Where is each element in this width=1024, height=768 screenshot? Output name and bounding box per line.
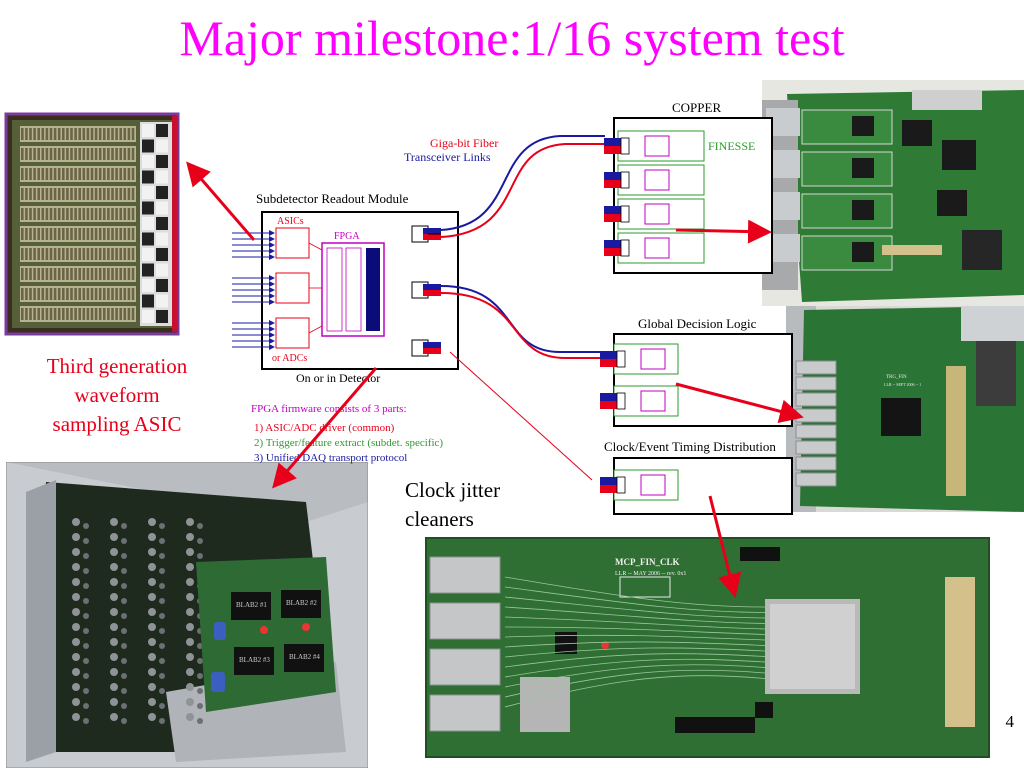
fpga-label: FPGA [334, 231, 360, 242]
asic-board-photo: BLAB2 #1 BLAB2 #2 BLAB2 #3 BLAB2 #4 [6, 462, 368, 768]
location-label: On or in Detector [296, 371, 380, 385]
fiber-label-line2: Transceiver Links [404, 150, 491, 164]
asic-block-2 [275, 272, 310, 304]
asic-caption-line-2: waveform [74, 383, 160, 407]
arrow-to-clock-photo [708, 495, 742, 598]
page-number: 4 [1005, 712, 1015, 731]
slide-title: Major milestone:1/16 system test [179, 10, 845, 66]
jitter-caption-line-2: cleaners [405, 507, 474, 531]
firmware-item-2: 2) Trigger/feature extract (subdet. spec… [254, 437, 443, 449]
blab2-label-2: BLAB2 #2 [286, 599, 317, 607]
gdl-title: Global Decision Logic [638, 316, 757, 331]
arrow-to-trigger-photo [675, 382, 804, 424]
clock-board-photo: MCP_FIN_CLK LLR -- MAY 2006 -- rev. 0x1 [425, 537, 990, 758]
fiber-label-line1: Giga-bit Fiber [430, 136, 498, 150]
clk-silkscreen-sub: LLR -- MAY 2006 -- rev. 0x1 [615, 571, 686, 577]
clk-silkscreen: MCP_FIN_CLK [615, 557, 680, 567]
arrow-to-copper-photo [675, 219, 772, 244]
readout-port-2 [411, 281, 441, 299]
firmware-title: FPGA firmware consists of 3 parts: [251, 403, 407, 415]
arrow-to-asic-layout [186, 161, 256, 241]
copper-title: COPPER [672, 100, 721, 115]
finesse-label: FINESSE [708, 139, 755, 153]
fiber-link-copper-blue [440, 135, 605, 231]
trg-silkscreen-sub: LLR -- SEPT 2006 -- 1 [884, 382, 921, 387]
asics-label: ASICs [277, 216, 304, 227]
asic-block-1 [275, 227, 310, 259]
asic-caption-line-1: Third generation [46, 354, 188, 378]
asic-caption: Third generation waveform sampling ASIC [22, 352, 212, 439]
clock-title: Clock/Event Timing Distribution [604, 439, 776, 454]
adcs-label: or ADCs [272, 353, 307, 364]
fiber-link-copper-red [440, 143, 605, 238]
readout-port-1 [411, 225, 441, 243]
jitter-caption-line-1: Clock jitter [405, 478, 501, 502]
readout-port-3 [411, 339, 441, 357]
asic-layout-image [2, 108, 184, 340]
arrow-to-asic-photo [272, 367, 378, 489]
asic-block-3 [275, 317, 310, 349]
blab2-label-3: BLAB2 #3 [239, 656, 270, 664]
clock-jitter-caption: Clock jitter cleaners [405, 476, 500, 534]
readout-module-title: Subdetector Readout Module [256, 191, 409, 206]
blab2-label-4: BLAB2 #4 [289, 653, 320, 661]
trigger-board-photo: TRG_FIN LLR -- SEPT 2006 -- 1 [786, 306, 1024, 512]
asic-caption-line-3: sampling ASIC [52, 412, 182, 436]
blab2-label-1: BLAB2 #1 [236, 601, 267, 609]
clock-link-line [449, 351, 593, 481]
copper-board-photo [762, 80, 1024, 306]
fiber-link-gdl-red [440, 292, 600, 359]
trg-silkscreen: TRG_FIN [886, 375, 907, 380]
firmware-item-3: 3) Unified DAQ transport protocol [254, 452, 407, 464]
